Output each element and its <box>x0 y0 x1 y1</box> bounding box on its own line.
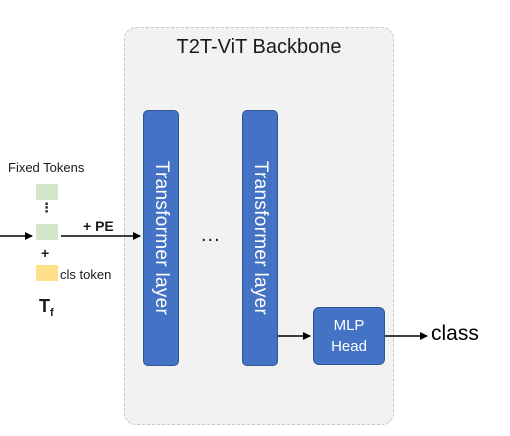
class-output-label: class <box>431 322 479 345</box>
tf-label: Tf <box>39 296 54 319</box>
backbone-title: T2T-ViT Backbone <box>176 36 342 58</box>
cls-token-label: cls token <box>60 267 112 282</box>
transformer-layer-2: Transformer layer <box>242 110 278 366</box>
mlp-head: MLP Head <box>313 307 385 365</box>
plus-sign: + <box>41 245 50 261</box>
mlp-head-line2: Head <box>331 338 367 355</box>
transformer-layer-1: Transformer layer <box>143 110 179 366</box>
cls-token <box>36 265 58 281</box>
fixed-token-bottom <box>36 224 58 240</box>
pe-label: + PE <box>83 218 114 234</box>
tf-main: T <box>39 296 50 316</box>
fixed-tokens-label: Fixed Tokens <box>8 160 85 175</box>
tf-subscript: f <box>50 307 54 319</box>
fixed-token-top <box>36 184 58 200</box>
token-ellipsis: ⋮ <box>40 200 53 215</box>
layers-ellipsis: ... <box>201 224 221 246</box>
mlp-head-line1: MLP <box>333 317 365 334</box>
